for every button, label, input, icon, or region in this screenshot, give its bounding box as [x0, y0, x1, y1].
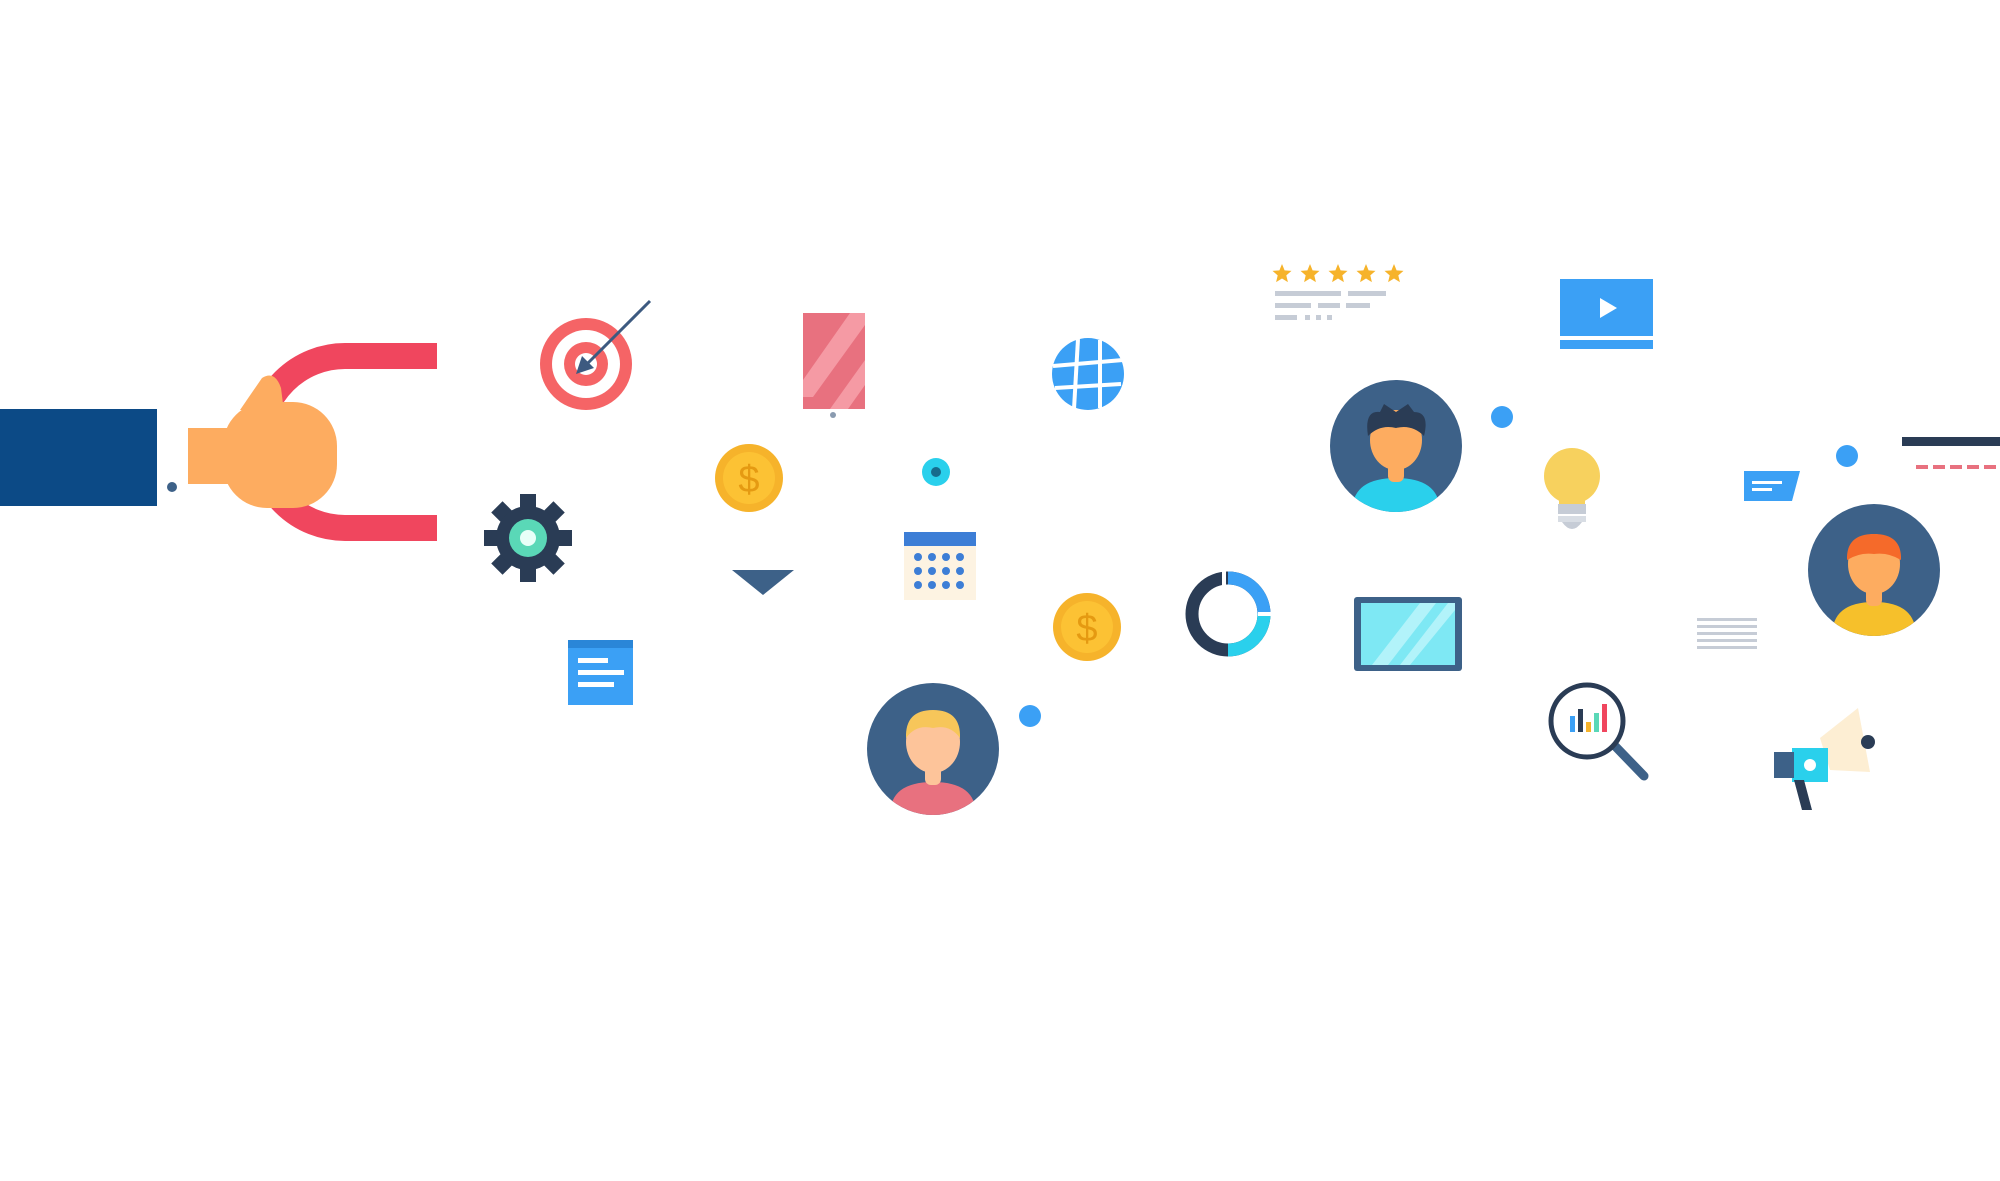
- star-icon: [1356, 264, 1376, 283]
- text-lines-icon: [1697, 618, 1757, 649]
- dot-icon: [922, 458, 950, 486]
- review-card: [1272, 264, 1404, 320]
- star-icon: [1328, 264, 1348, 283]
- avatar: [1330, 380, 1462, 512]
- magnifier-chart-icon: [1548, 682, 1649, 781]
- phone-icon: [803, 313, 865, 418]
- video-icon: [1560, 279, 1653, 349]
- chat-bubble-icon: [1744, 471, 1800, 501]
- gear-icon: [484, 494, 572, 582]
- document-icon: [568, 640, 633, 705]
- target-icon: [540, 299, 652, 410]
- hand-holding-magnet: [0, 343, 437, 541]
- star-icon: [1272, 264, 1292, 283]
- thumb: [240, 375, 284, 412]
- dash-lines-icon: [1902, 437, 2000, 469]
- tablet-icon: [1354, 597, 1462, 671]
- svg-text:$: $: [738, 459, 759, 501]
- cuff-button: [167, 482, 177, 492]
- dot-icon: [1491, 406, 1513, 428]
- triangle-icon: [732, 570, 794, 595]
- coin-icon: $: [715, 444, 783, 512]
- avatar: [1808, 504, 1940, 636]
- star-icon: [1384, 264, 1404, 283]
- dot-icon: [1836, 445, 1858, 467]
- globe-icon: [1052, 338, 1124, 410]
- hand: [223, 402, 337, 508]
- rating-stars: [1272, 264, 1404, 283]
- dot-icon: [1019, 705, 1041, 727]
- svg-text:$: $: [1076, 608, 1097, 650]
- calendar-icon: [904, 532, 976, 600]
- coin-icon: $: [1053, 593, 1121, 661]
- star-icon: [1300, 264, 1320, 283]
- avatar: [867, 683, 999, 815]
- sleeve: [0, 409, 157, 506]
- megaphone-icon: [1774, 708, 1875, 810]
- lightbulb-icon: [1544, 448, 1600, 529]
- donut-chart-icon: [1185, 570, 1274, 657]
